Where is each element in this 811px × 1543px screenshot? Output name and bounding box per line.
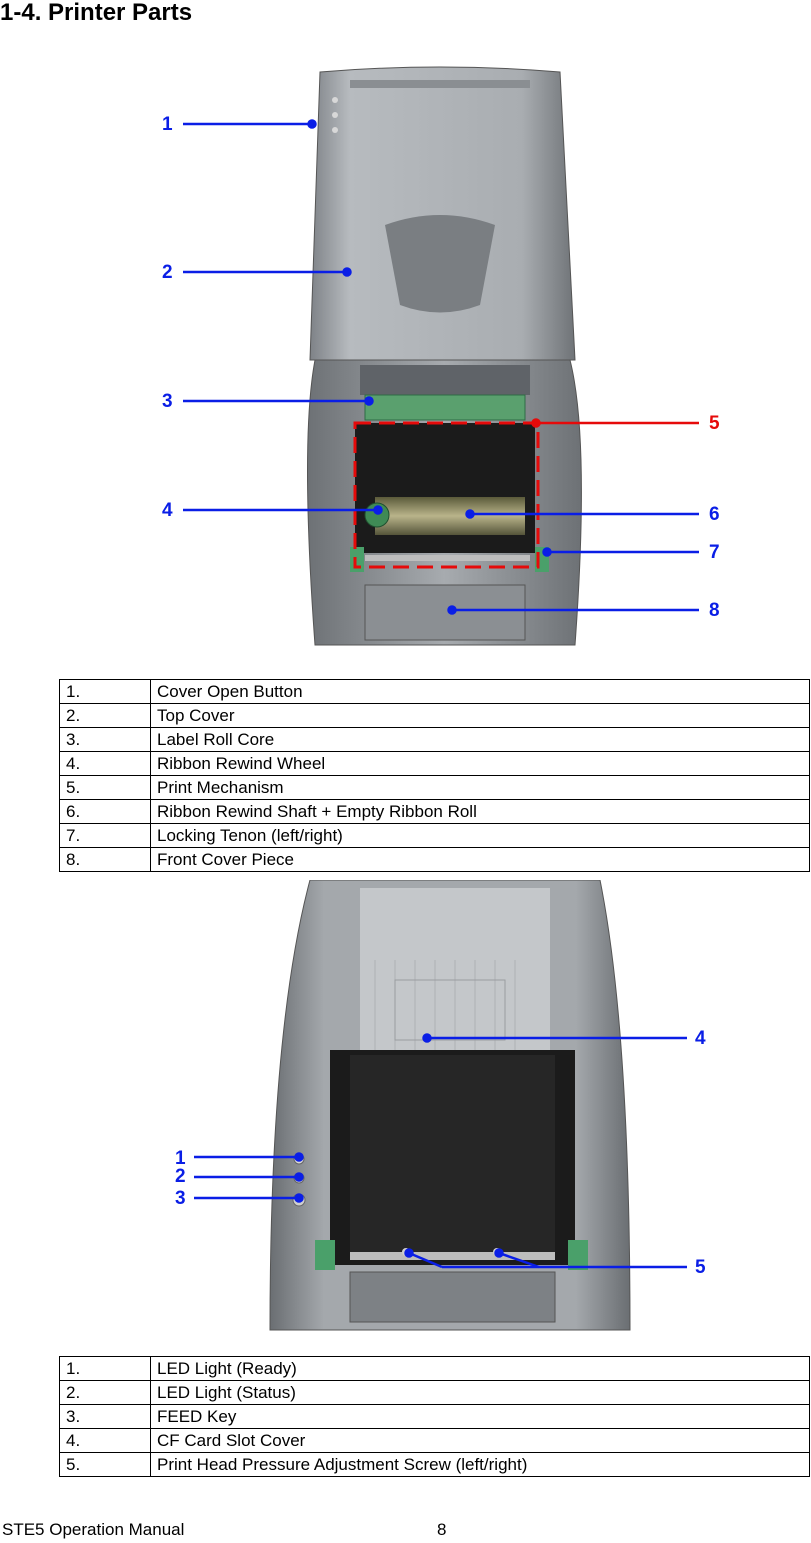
callout-4: 4 (162, 500, 173, 521)
table-row: 5.Print Mechanism (59, 775, 810, 800)
printer-controls-table: 1.LED Light (Ready) 2.LED Light (Status)… (59, 1356, 810, 1477)
callout-3: 3 (175, 1188, 186, 1209)
printer-interior-figure: 1 2 3 4 5 (175, 880, 706, 1331)
callout-8: 8 (709, 600, 720, 621)
table-row: 3.FEED Key (59, 1404, 810, 1429)
print-mechanism-box (353, 421, 540, 569)
top-cover-shape (309, 66, 576, 361)
ribbon-shaft-shape (375, 497, 525, 535)
table-row: 4.Ribbon Rewind Wheel (59, 751, 810, 776)
table-row: 7.Locking Tenon (left/right) (59, 823, 810, 848)
callout-lines-fig1 (183, 119, 699, 615)
callout-5: 5 (695, 1257, 706, 1278)
page-title: 1-4. Printer Parts (0, 0, 193, 26)
callout-4: 4 (695, 1028, 706, 1049)
table-row: 1.Cover Open Button (59, 679, 810, 704)
footer-page-number: 8 (437, 1520, 447, 1539)
table-row: 4.CF Card Slot Cover (59, 1428, 810, 1453)
table-row: 2.LED Light (Status) (59, 1380, 810, 1405)
callout-3: 3 (162, 391, 173, 412)
callout-1: 1 (175, 1148, 186, 1169)
table-row: 3.Label Roll Core (59, 727, 810, 752)
table-row: 5.Print Head Pressure Adjustment Screw (… (59, 1452, 810, 1477)
table-row: 1.LED Light (Ready) (59, 1356, 810, 1381)
table-row: 8.Front Cover Piece (59, 847, 810, 872)
table-row: 2.Top Cover (59, 703, 810, 728)
front-cover-piece-shape (364, 584, 526, 641)
callout-lines-fig2 (194, 1033, 687, 1269)
table-row: 6.Ribbon Rewind Shaft + Empty Ribbon Rol… (59, 799, 810, 824)
printer-parts-table: 1.Cover Open Button 2.Top Cover 3.Label … (59, 679, 810, 872)
callout-2: 2 (162, 262, 173, 283)
callout-1: 1 (162, 114, 173, 135)
callout-5: 5 (709, 413, 720, 434)
callout-line-5 (531, 418, 699, 428)
printer-open-cover-figure: 1 2 3 4 5 6 7 8 (162, 66, 720, 646)
footer-manual-name: STE5 Operation Manual (2, 1520, 185, 1539)
callout-7: 7 (709, 542, 720, 563)
callout-6: 6 (709, 504, 720, 525)
cf-card-slot-cover-shape (394, 979, 506, 1041)
label-roll-core-shape (364, 394, 526, 421)
callout-2: 2 (175, 1166, 186, 1187)
